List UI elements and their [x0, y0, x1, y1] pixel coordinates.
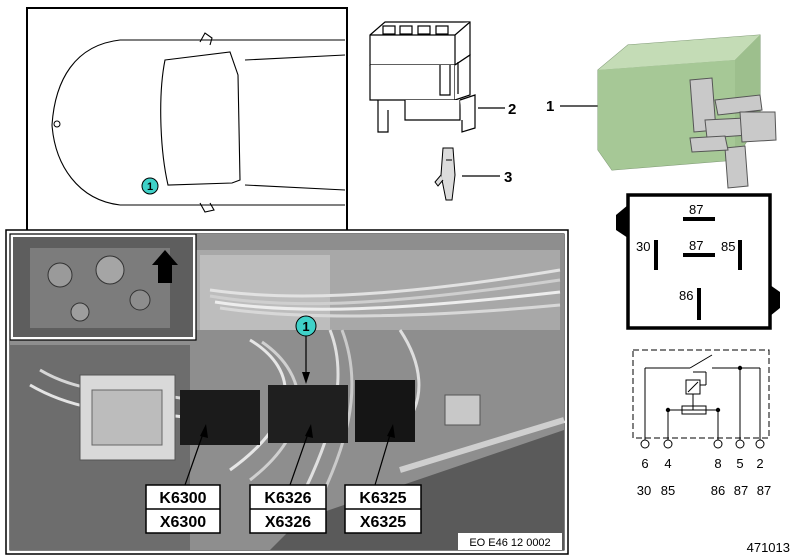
relay-pins: [689, 77, 777, 189]
label-leaders: [184, 427, 393, 486]
photo-label-k6325: K6325 X6325: [344, 484, 422, 534]
car-dot: [53, 120, 61, 128]
photo-marker-circle: [295, 315, 317, 337]
part-2-label: 2: [508, 101, 516, 118]
relay-label-k6326: K6326: [264, 490, 311, 507]
relay-socket: [369, 21, 476, 133]
terminal-86: 86: [679, 288, 693, 303]
schematic-junctions: [665, 365, 743, 413]
relay-terminal-box: 87 30 87 85 86: [616, 193, 780, 330]
pin-number: 6: [641, 456, 648, 471]
location-marker-label: 1: [147, 181, 153, 193]
pin-number: 4: [664, 456, 671, 471]
terminal-number: 86: [711, 483, 725, 498]
label-leader-arrows: [200, 424, 395, 438]
relay-wiring-schematic: [632, 349, 770, 440]
terminal-85: 85: [721, 239, 735, 254]
connector-label-x6326: X6326: [265, 514, 311, 531]
installation-photo-panel: 1 K6300 X6300 K6326 X6326 K63: [5, 229, 569, 555]
photo-label-k6300: K6300 X6300: [145, 484, 221, 534]
terminal-30: 30: [636, 239, 650, 254]
photo-caption: EO E46 12 0002: [469, 537, 550, 549]
pin-number: 2: [756, 456, 763, 471]
terminal-87-top: 87: [689, 202, 703, 217]
terminal-number: 87: [757, 483, 771, 498]
schematic-terminal-numbers: 30 85 86 87 87: [637, 483, 771, 498]
connector-label-x6300: X6300: [160, 514, 206, 531]
terminal-number: 87: [734, 483, 748, 498]
schematic-pin-numbers: 6 4 8 5 2: [641, 456, 763, 471]
photo-label-k6326: K6326 X6326: [249, 484, 327, 534]
relay-label-k6325: K6325: [359, 490, 406, 507]
crimp-terminal: [434, 147, 456, 201]
photo-connector: [79, 374, 481, 461]
relay-label-k6300: K6300: [159, 490, 206, 507]
diagram-id: 471013: [747, 540, 790, 555]
terminal-87-center: 87: [689, 238, 703, 253]
up-arrow-icon: [152, 250, 178, 283]
pin-number: 8: [714, 456, 721, 471]
terminal-number: 30: [637, 483, 651, 498]
engine-bay-inset: [9, 233, 197, 341]
terminal-number: 85: [661, 483, 675, 498]
pin-number: 5: [736, 456, 743, 471]
green-relay: [597, 34, 777, 189]
part-1-label: 1: [546, 98, 554, 115]
connector-label-x6325: X6325: [360, 514, 406, 531]
photo-marker-label: 1: [302, 319, 309, 334]
location-marker-circle: [141, 177, 159, 195]
schematic-pin-circles: [640, 439, 765, 449]
photo-relays: [180, 380, 415, 445]
part-3-label: 3: [504, 169, 512, 186]
car-outline: [51, 32, 346, 213]
car-location-panel: 1: [26, 7, 348, 242]
